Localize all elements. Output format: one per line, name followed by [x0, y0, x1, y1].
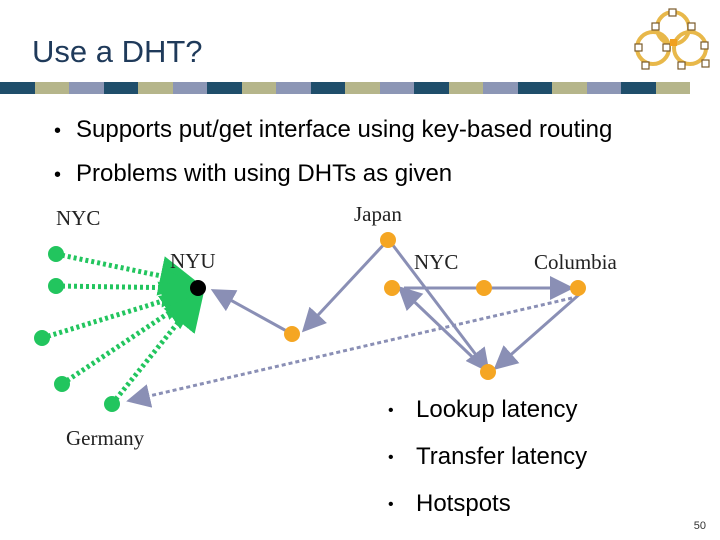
bullet-1: • Supports put/get interface using key-ba… [54, 116, 612, 144]
gray-arrow [210, 289, 293, 336]
label-japan: Japan [354, 202, 402, 226]
columbia-node [570, 280, 586, 296]
header-bar-segment [621, 82, 656, 94]
label-nyu: NYU [170, 249, 216, 273]
orange-node [284, 326, 300, 342]
green-node [34, 330, 50, 346]
right-bullet-3-text: Hotspots [416, 490, 511, 517]
gray-dashed-arrow [126, 296, 573, 408]
label-nyc-right: NYC [414, 250, 459, 274]
header-bar-segment [483, 82, 518, 94]
header-bar-segment [448, 82, 483, 94]
nyu-node [190, 280, 206, 296]
header-bar-segment [345, 82, 380, 94]
header-bar-segment [207, 82, 242, 94]
header-bar-segment [103, 82, 138, 94]
header-bar-segment [172, 82, 207, 94]
green-node [48, 278, 64, 294]
green-node [104, 396, 120, 412]
right-bullet-1-text: Lookup latency [416, 396, 578, 423]
header-bar-segment [379, 82, 414, 94]
right-bullet-3: • Hotspots [388, 490, 511, 518]
bullet-dot: • [54, 120, 62, 142]
header-bar-segment [552, 82, 587, 94]
gray-arrow [301, 238, 390, 333]
header-bar-segment [69, 82, 104, 94]
page-number: 50 [693, 520, 706, 532]
header-bar-segment [414, 82, 449, 94]
header-bar-segment [517, 82, 552, 94]
header-bar-segment [241, 82, 276, 94]
header-bar-segment [310, 82, 345, 94]
green-arrow [41, 281, 202, 341]
header-bar-segment [34, 82, 69, 94]
bullet-2: • Problems with using DHTs as given [54, 160, 452, 188]
gray-arrow [493, 290, 583, 370]
bullet-dot: • [388, 495, 394, 513]
orange-node [476, 280, 492, 296]
label-columbia: Columbia [534, 250, 617, 274]
nyc-node [384, 280, 400, 296]
gray-arrow [397, 285, 488, 372]
bullet-dot: • [388, 448, 394, 466]
bullet-dot: • [388, 401, 394, 419]
header-bar-segment [655, 82, 690, 94]
green-arrow [110, 290, 205, 406]
bullet-1-text: Supports put/get interface using key-bas… [76, 116, 613, 143]
orange-node [480, 364, 496, 380]
right-bullet-2: • Transfer latency [388, 443, 587, 471]
label-germany: Germany [66, 426, 145, 450]
bullet-dot: • [54, 164, 62, 186]
header-color-bar [0, 82, 690, 94]
right-bullet-2-text: Transfer latency [416, 443, 588, 470]
header-bar-segment [276, 82, 311, 94]
bullet-2-text: Problems with using DHTs as given [76, 160, 453, 187]
header-bar-segment [586, 82, 621, 94]
gray-arrow [390, 243, 490, 373]
header-bar-segment [138, 82, 173, 94]
green-arrow [55, 267, 202, 308]
right-bullet-1: • Lookup latency [388, 396, 577, 424]
label-nyc-left: NYC [56, 206, 101, 230]
japan-node [380, 232, 396, 248]
header-bar-segment [0, 82, 35, 94]
network-logo-icon [634, 8, 710, 70]
green-node [54, 376, 70, 392]
slide-title: Use a DHT? [32, 34, 203, 69]
green-node [48, 246, 64, 262]
